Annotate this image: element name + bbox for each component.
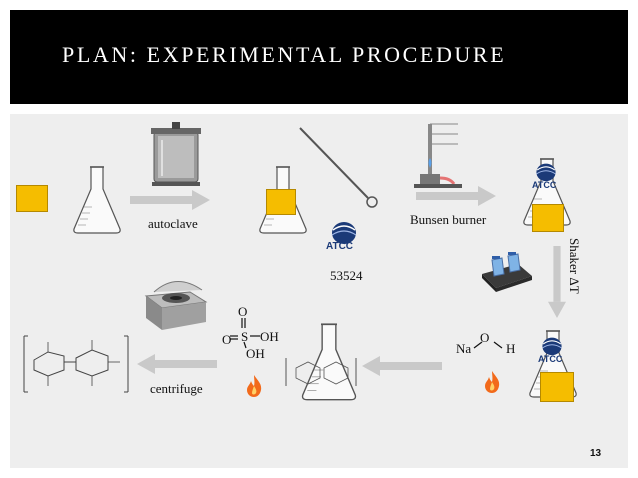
sulfuric-acid-icon	[230, 318, 260, 349]
cellulose-structure-icon	[23, 335, 129, 393]
atcc-logo-icon	[322, 220, 366, 260]
flame-icon	[482, 370, 502, 394]
h2so4-oh-bottom: OH	[246, 346, 265, 361]
sample-box-3	[532, 204, 564, 232]
naoh-na: Na	[456, 341, 472, 356]
arrow-right-2	[416, 186, 496, 206]
autoclave-icon	[151, 122, 201, 186]
naoh-bonds	[473, 341, 503, 349]
sample-box-2	[266, 189, 296, 215]
slide-title: PLAN: EXPERIMENTAL PROCEDURE	[62, 42, 507, 67]
arrow-right-1	[130, 190, 210, 210]
shaker-icon	[482, 252, 532, 292]
bunsen-burner-label: Bunsen burner	[410, 212, 487, 227]
strain-number: 53524	[330, 268, 363, 283]
bunsen-burner-icon	[414, 123, 462, 188]
centrifuge-label: centrifuge	[150, 381, 203, 396]
atcc-logo-text: ATCC	[532, 180, 557, 190]
inoculation-loop-icon	[299, 127, 378, 208]
sample-box-4	[540, 372, 574, 402]
title-bar	[10, 10, 628, 104]
page-number: 13	[590, 448, 602, 459]
centrifuge-icon	[144, 281, 208, 330]
atcc-logo-text: ATCC	[538, 354, 563, 364]
atcc-logo-text: ATCC	[326, 241, 354, 252]
h2so4-s: S	[241, 329, 249, 344]
arrow-down	[547, 246, 567, 318]
h2so4-oh-right: OH	[260, 329, 279, 344]
sample-box-1	[16, 185, 48, 212]
diagram-panel	[10, 114, 628, 468]
autoclave-label: autoclave	[148, 216, 198, 231]
cellulose-structure-icon	[285, 358, 357, 386]
h2so4-o-top: O	[238, 304, 248, 319]
h2so4-o-left: O	[222, 332, 232, 347]
erlenmeyer-flask-icon	[72, 164, 122, 236]
naoh-o: O	[480, 330, 490, 345]
arrow-left-2	[136, 354, 218, 374]
naoh-h: H	[506, 341, 516, 356]
shaker-label: Shaker ΔT	[567, 238, 582, 294]
arrow-left-1	[360, 356, 444, 376]
flame-icon	[244, 374, 264, 398]
